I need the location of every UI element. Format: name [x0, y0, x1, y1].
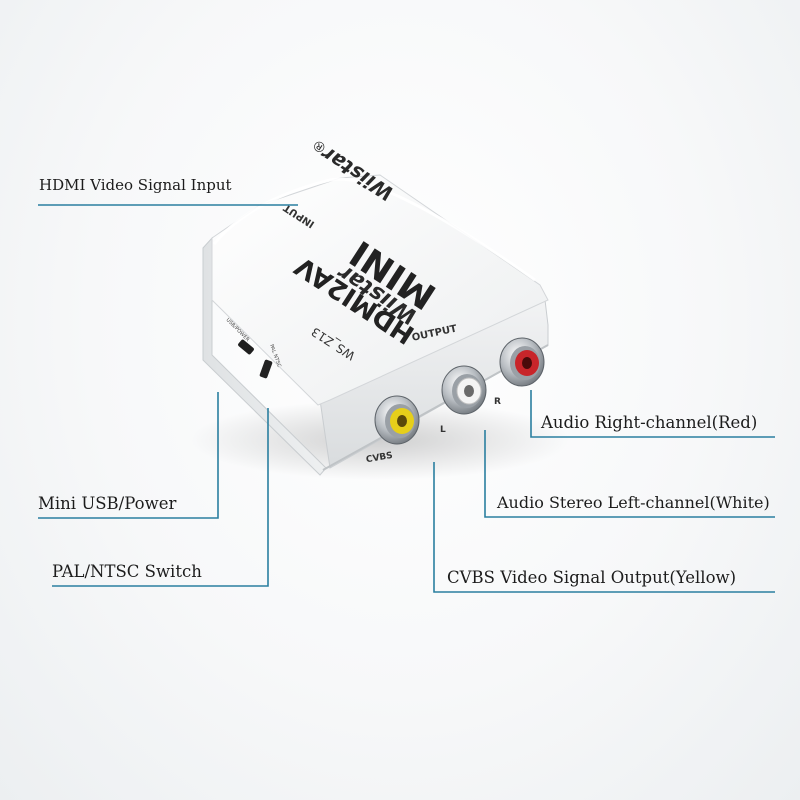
- jack-right-red: [499, 337, 545, 387]
- callout-line-cvbs: [433, 462, 775, 593]
- callout-line-pal: [52, 408, 269, 587]
- callout-audio-right: Audio Right-channel(Red): [541, 413, 758, 432]
- callout-line-right: [530, 390, 775, 438]
- callout-hdmi-input: HDMI Video Signal Input: [39, 176, 232, 194]
- callout-line-usb: [38, 392, 219, 519]
- callout-cvbs-output: CVBS Video Signal Output(Yellow): [447, 568, 737, 587]
- pal-ntsc-switch: [259, 359, 273, 379]
- port-label-r: R: [494, 397, 501, 407]
- mini-usb-port: [238, 339, 254, 355]
- callout-lines: [38, 204, 775, 593]
- callout-line-left: [484, 430, 775, 518]
- callout-pal-ntsc-switch: PAL/NTSC Switch: [52, 562, 202, 581]
- callout-mini-usb-power: Mini USB/Power: [38, 494, 177, 513]
- port-label-l: L: [440, 425, 446, 435]
- port-label-cvbs: CVBS: [365, 451, 393, 466]
- jack-cvbs-yellow: [374, 395, 420, 445]
- callout-audio-left: Audio Stereo Left-channel(White): [497, 493, 770, 512]
- jack-left-white: [441, 365, 487, 415]
- device-top-face: [211, 174, 549, 406]
